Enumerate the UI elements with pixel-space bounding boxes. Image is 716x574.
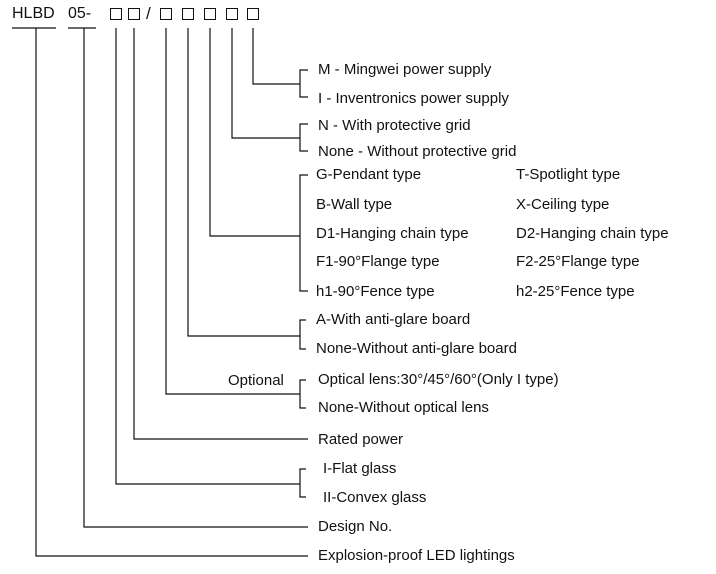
glare-option-a: A-With anti-glare board [316, 311, 471, 328]
mount-option-f1: F1-90°Flange type [316, 253, 440, 270]
mount-bracket [299, 174, 308, 292]
mount-option-g: G-Pendant type [316, 166, 422, 183]
glare-option-none: None-Without anti-glare board [316, 340, 517, 357]
grid-bracket [299, 123, 308, 152]
design-connector [83, 28, 308, 528]
grid-option-none: None - Without protective grid [318, 143, 517, 160]
mount-option-t: T-Spotlight type [516, 166, 621, 183]
glass-option-i: I-Flat glass [323, 460, 397, 477]
code-box-5 [204, 8, 216, 20]
code-series: 05- [68, 5, 92, 22]
glare-bracket [299, 319, 306, 350]
code-separator: / [146, 4, 151, 23]
grid-connector [231, 28, 300, 139]
lens-connector [165, 28, 300, 395]
mount-option-h1: h1-90°Fence type [316, 283, 435, 300]
mount-option-f2: F2-25°Flange type [516, 253, 640, 270]
power-connector [133, 28, 308, 440]
mount-option-x: X-Ceiling type [516, 196, 610, 213]
code-box-3 [160, 8, 172, 20]
grid-option-n: N - With protective grid [318, 117, 471, 134]
glass-option-ii: II-Convex glass [323, 489, 427, 506]
supply-option-i: I - Inventronics power supply [318, 90, 509, 107]
supply-bracket [299, 69, 308, 98]
supply-connector [252, 28, 300, 85]
product-connector [35, 28, 308, 557]
mount-option-h2: h2-25°Fence type [516, 283, 635, 300]
mount-option-d1: D1-Hanging chain type [316, 225, 469, 242]
glass-connector [115, 28, 300, 485]
lens-option-optical: Optical lens:30°/45°/60°(Only I type) [318, 371, 559, 388]
mount-connector [209, 28, 300, 237]
rated-power-label: Rated power [318, 431, 404, 448]
code-box-6 [226, 8, 238, 20]
glare-connector [187, 28, 300, 337]
supply-option-m: M - Mingwei power supply [318, 61, 492, 78]
mount-option-d2: D2-Hanging chain type [516, 225, 669, 242]
design-no-label: Design No. [318, 518, 393, 535]
mount-option-b: B-Wall type [316, 196, 393, 213]
lens-optional-label: Optional [228, 372, 284, 389]
code-box-1 [110, 8, 122, 20]
lens-bracket [299, 379, 306, 409]
lens-option-none: None-Without optical lens [318, 399, 489, 416]
code-box-7 [247, 8, 259, 20]
glass-bracket [299, 468, 306, 498]
code-box-4 [182, 8, 194, 20]
code-box-2 [128, 8, 140, 20]
product-label: Explosion-proof LED lightings [318, 547, 515, 564]
code-prefix: HLBD [12, 5, 55, 22]
